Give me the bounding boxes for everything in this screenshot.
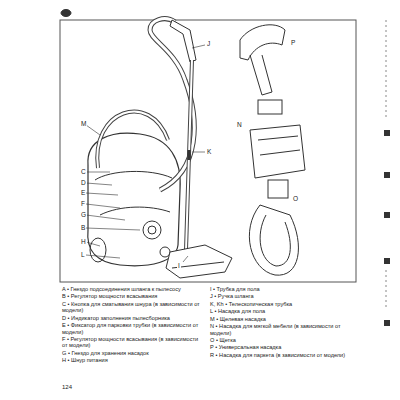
callout-letter: J (206, 41, 211, 48)
legend-entry: O • Щетка (210, 337, 350, 343)
callout-letter: B (80, 225, 86, 232)
legend-entry: J • Ручка шланга (210, 293, 350, 299)
callout-letter: L (80, 252, 86, 259)
legend-entry: H • Шнур питания (62, 357, 202, 363)
page-number: 124 (62, 384, 72, 391)
legend-entry: L • Насадка для пола (210, 308, 350, 314)
callout-letter: D (80, 180, 87, 187)
legend-entry: R • Насадка для паркета (в зависимости о… (210, 352, 350, 358)
legend-entry: I • Трубка для пола (210, 286, 350, 292)
legend-entry: G • Гнездо для хранения насадок (62, 350, 202, 356)
callout-letter: I (177, 263, 181, 270)
legend-entry: P • Универсальная насадка (210, 344, 350, 350)
callout-letter: C (80, 169, 87, 176)
callout-letter: K (206, 149, 212, 156)
legend-entry: M • Щелевая насадка (210, 316, 350, 322)
legend-entry: C • Кнопка для сматывания шнура (в завис… (62, 301, 202, 314)
callout-letter: O (292, 196, 299, 203)
callout-letter: M (80, 121, 87, 128)
legend-entry: F • Регулятор мощности всасывания (в зав… (62, 336, 202, 349)
callout-letter: G (80, 212, 87, 219)
legend-entry: N • Насадка для мягкой мебели (в зависим… (210, 323, 350, 336)
legend-entry: K, Kh • Телескопическая трубка (210, 301, 350, 307)
callout-letter: E (80, 190, 86, 197)
callout-letter: P (290, 40, 296, 47)
callout-letter: H (80, 239, 87, 246)
legend-entry: E • Фиксатор для парковки трубки (в зави… (62, 322, 202, 335)
legend-entry: B • Регулятор мощности всасывания (62, 293, 202, 299)
legend-entry: A • Гнездо подсоединения шланга к пылесо… (62, 286, 202, 292)
legend-entry: D • Индикатор заполнения пылесборника (62, 315, 202, 321)
callout-letter: F (80, 201, 86, 208)
callout-letter: N (236, 122, 243, 129)
